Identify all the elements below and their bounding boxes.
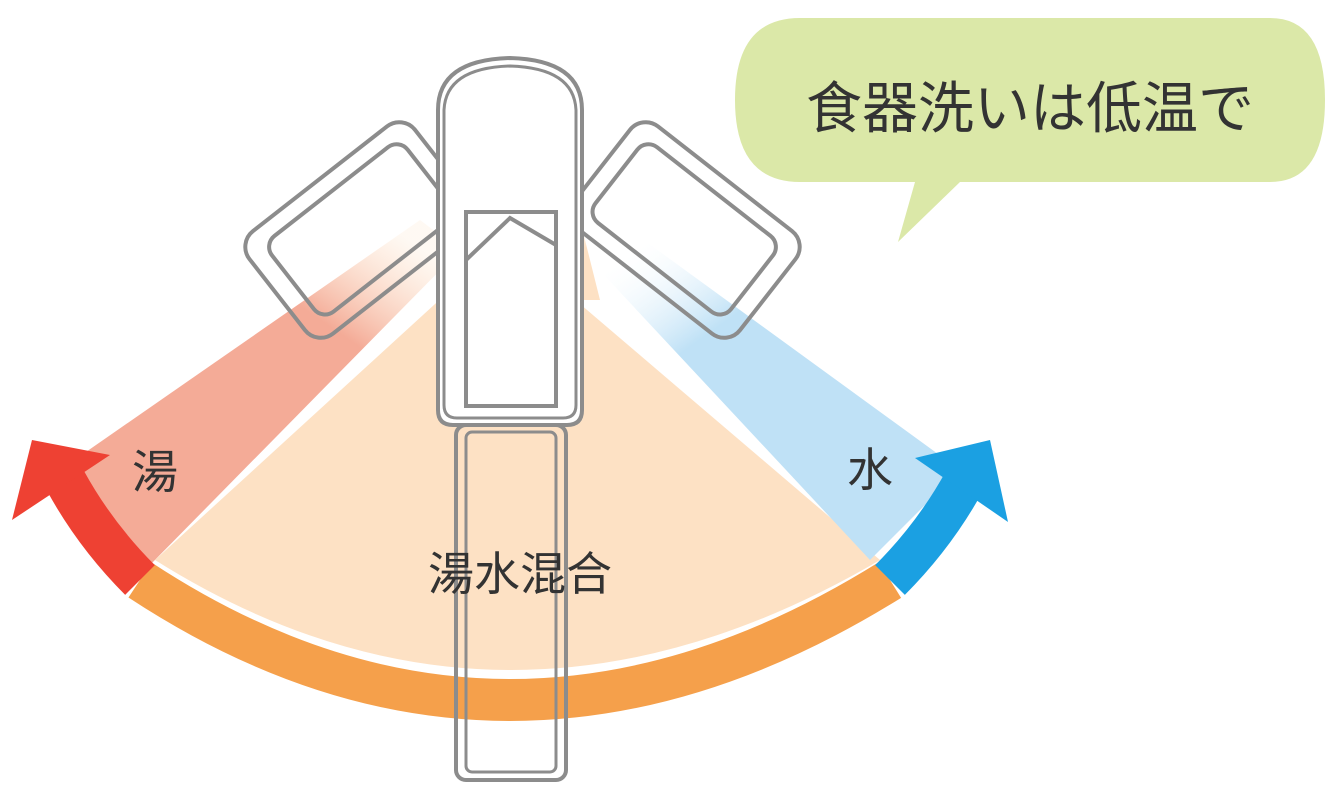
hot-label: 湯 — [132, 445, 178, 499]
cold-label: 水 — [847, 443, 893, 497]
faucet-icon — [243, 120, 802, 340]
mixed-label: 湯水混合 — [428, 547, 612, 601]
hot-arrow-head — [12, 440, 110, 520]
cold-arrow-head — [915, 440, 1008, 522]
cold-arrow-body — [875, 469, 984, 595]
mixed-arc — [128, 562, 902, 721]
speech-bubble-text: 食器洗いは低温で — [806, 77, 1254, 142]
mixed-zone — [155, 240, 880, 670]
faucet-lever — [436, 55, 584, 782]
hot-arrow-body — [46, 469, 155, 595]
speech-bubble — [735, 18, 1325, 242]
hot-zone — [60, 220, 460, 565]
